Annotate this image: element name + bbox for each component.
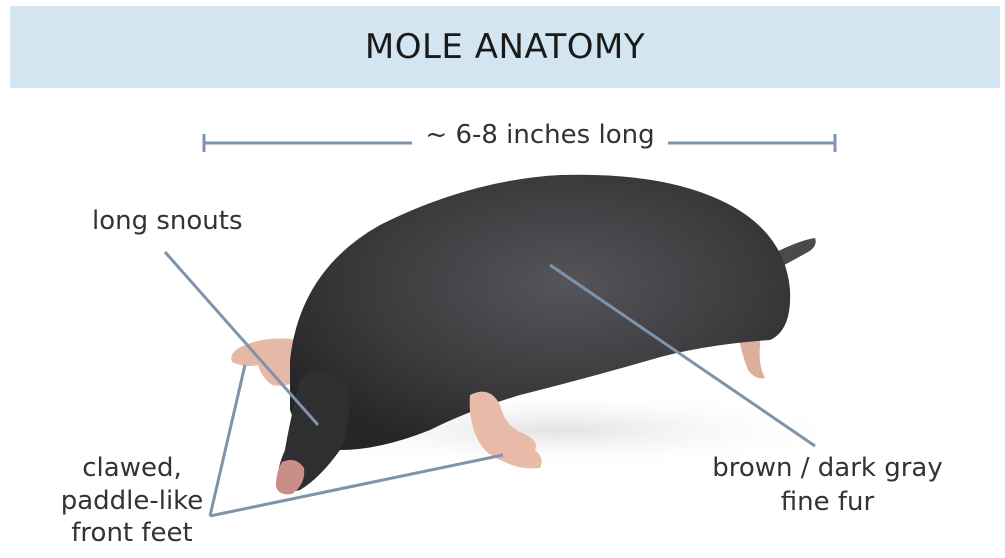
front-feet-label-line2: paddle-like — [42, 485, 222, 518]
front-feet-label-line1: clawed, — [42, 452, 222, 485]
length-label: ~ 6-8 inches long — [415, 120, 665, 150]
fur-label-line1: brown / dark gray — [700, 452, 955, 486]
feet-pointer-line-right — [210, 455, 503, 516]
fur-label: brown / dark gray fine fur — [700, 452, 955, 520]
front-feet-label-line3: front feet — [42, 517, 222, 550]
fur-label-line2: fine fur — [700, 486, 955, 520]
front-feet-label: clawed, paddle-like front feet — [42, 452, 222, 550]
snout-label: long snouts — [92, 206, 243, 237]
